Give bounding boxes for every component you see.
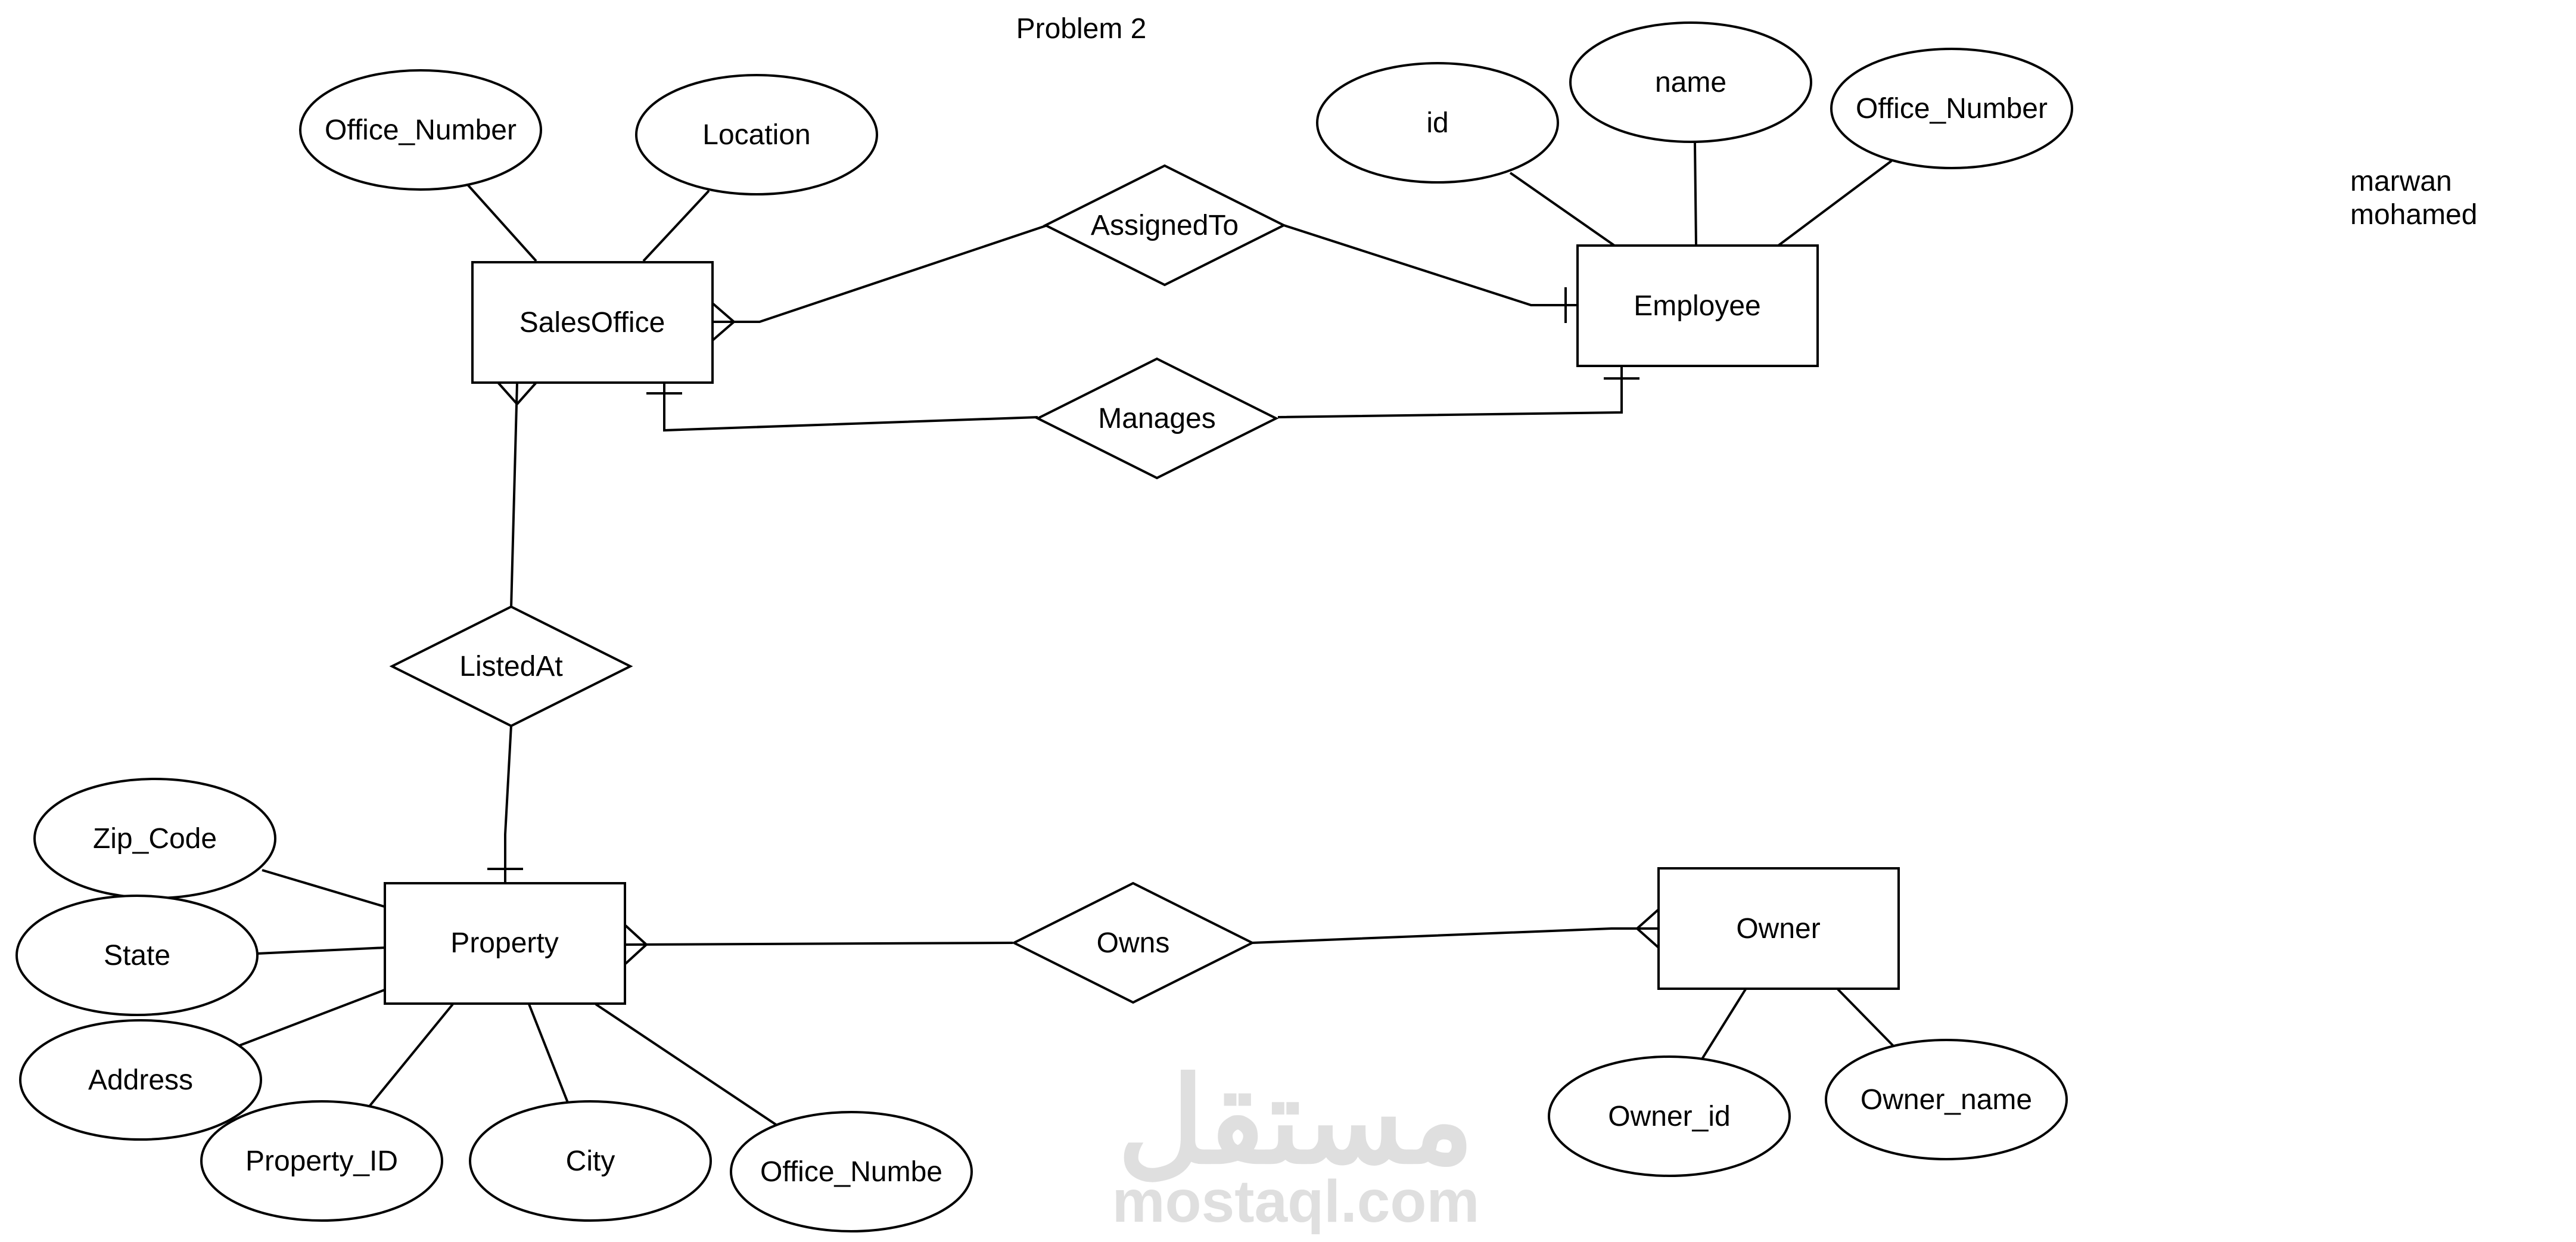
author-last-name: mohamed bbox=[2350, 199, 2477, 231]
attribute-owner-owner-name-label: Owner_name bbox=[1861, 1084, 2032, 1116]
edge-employee-office-number bbox=[1777, 160, 1893, 247]
attribute-property-address[interactable]: Address bbox=[19, 1019, 262, 1141]
edge-assignedto-employee bbox=[1283, 224, 1578, 306]
relationship-manages[interactable]: Manages bbox=[1035, 357, 1279, 480]
edge-property-office-numbe bbox=[595, 1003, 782, 1129]
entity-employee-box bbox=[1576, 244, 1819, 367]
attribute-employee-id-oval bbox=[1316, 62, 1559, 184]
attribute-property-office-numbe-oval bbox=[730, 1111, 973, 1232]
relationship-assignedto-diamond bbox=[1043, 164, 1287, 287]
edge-salesoffice-office-number bbox=[466, 184, 537, 262]
edge-owner-owner-name bbox=[1837, 988, 1899, 1051]
relationship-assignedto-label: AssignedTo bbox=[1091, 210, 1239, 241]
edge-listedat-salesoffice bbox=[510, 382, 518, 608]
entity-property[interactable]: Property bbox=[384, 882, 626, 1005]
relationship-listedat-diamond bbox=[389, 605, 633, 728]
edge-manages-employee bbox=[1277, 367, 1623, 418]
attribute-property-city[interactable]: City bbox=[469, 1100, 712, 1222]
edge-owns-property bbox=[625, 942, 1013, 946]
attribute-property-office-numbe[interactable]: Office_Numbe bbox=[730, 1111, 973, 1232]
entity-employee-label: Employee bbox=[1634, 290, 1760, 322]
edge-owns-owner bbox=[1252, 927, 1659, 944]
edge-property-city bbox=[528, 1004, 570, 1106]
attribute-property-zip-code[interactable]: Zip_Code bbox=[33, 778, 276, 899]
connectors bbox=[238, 142, 1899, 1129]
attribute-property-office-numbe-label: Office_Numbe bbox=[760, 1156, 942, 1188]
attribute-property-property-id[interactable]: Property_ID bbox=[200, 1100, 443, 1222]
attribute-property-property-id-label: Property_ID bbox=[245, 1145, 398, 1177]
attribute-property-zip-code-label: Zip_Code bbox=[93, 823, 217, 855]
attribute-property-state[interactable]: State bbox=[15, 895, 259, 1016]
attribute-owner-owner-id-label: Owner_id bbox=[1608, 1101, 1730, 1132]
attribute-employee-name-oval bbox=[1569, 21, 1812, 143]
edge-manages-salesoffice bbox=[663, 381, 1038, 432]
attribute-property-state-oval bbox=[15, 895, 259, 1016]
relationship-manages-diamond bbox=[1035, 357, 1279, 480]
relationship-owns-diamond bbox=[1011, 881, 1255, 1004]
relationship-assignedto[interactable]: AssignedTo bbox=[1043, 164, 1287, 287]
entity-salesoffice-label: SalesOffice bbox=[519, 307, 665, 339]
relationship-owns-label: Owns bbox=[1097, 927, 1170, 959]
entity-owner-label: Owner bbox=[1736, 913, 1820, 945]
attribute-property-city-oval bbox=[469, 1100, 712, 1222]
attribute-employee-id-label: id bbox=[1426, 107, 1448, 139]
attribute-property-state-label: State bbox=[104, 940, 170, 971]
attribute-salesoffice-location[interactable]: Location bbox=[635, 74, 878, 195]
edge-salesoffice-location bbox=[642, 190, 710, 262]
entity-property-label: Property bbox=[450, 927, 558, 959]
entity-salesoffice-box bbox=[471, 261, 714, 384]
relationship-manages-label: Manages bbox=[1098, 403, 1215, 434]
diagram-title: Problem 2 bbox=[1016, 13, 1147, 45]
property-owns-crowfoot bbox=[624, 924, 648, 965]
attribute-property-address-oval bbox=[19, 1019, 262, 1141]
edge-employee-name bbox=[1694, 142, 1697, 246]
watermark-latin: mostaql.com bbox=[1112, 1168, 1480, 1235]
attribute-property-city-label: City bbox=[566, 1145, 615, 1177]
attribute-owner-owner-name-oval bbox=[1825, 1039, 2068, 1160]
attribute-salesoffice-office-number-oval bbox=[299, 69, 542, 191]
entity-employee[interactable]: Employee bbox=[1576, 244, 1819, 367]
attribute-salesoffice-location-label: Location bbox=[702, 119, 810, 151]
edge-assignedto-salesoffice bbox=[712, 224, 1048, 323]
entity-property-box bbox=[384, 882, 626, 1005]
entity-owner[interactable]: Owner bbox=[1657, 867, 1900, 990]
attribute-salesoffice-location-oval bbox=[635, 74, 878, 195]
attribute-employee-office-number[interactable]: Office_Number bbox=[1830, 48, 2073, 169]
attribute-employee-name-label: name bbox=[1655, 67, 1726, 98]
edge-property-property-id bbox=[366, 1003, 454, 1110]
attribute-owner-owner-name[interactable]: Owner_name bbox=[1825, 1039, 2068, 1160]
edge-listedat-property bbox=[504, 725, 512, 883]
attribute-salesoffice-office-number[interactable]: Office_Number bbox=[299, 69, 542, 191]
edge-employee-id bbox=[1509, 172, 1616, 247]
watermark-arabic: مستقل bbox=[1118, 1055, 1474, 1188]
relationship-listedat-label: ListedAt bbox=[459, 651, 562, 682]
owner-owns-crowfoot bbox=[1636, 908, 1660, 949]
attribute-property-property-id-oval bbox=[200, 1100, 443, 1222]
entity-owner-box bbox=[1657, 867, 1900, 990]
attribute-owner-owner-id-oval bbox=[1548, 1055, 1791, 1177]
attribute-employee-office-number-label: Office_Number bbox=[1856, 93, 2048, 125]
salesoffice-assignedto-crowfoot bbox=[711, 302, 735, 342]
attribute-employee-office-number-oval bbox=[1830, 48, 2073, 169]
edge-property-address bbox=[238, 988, 387, 1047]
attribute-owner-owner-id[interactable]: Owner_id bbox=[1548, 1055, 1791, 1177]
watermark-logo: مستقل mostaql.com bbox=[1112, 1055, 1480, 1235]
entity-salesoffice[interactable]: SalesOffice bbox=[471, 261, 714, 384]
attribute-employee-id[interactable]: id bbox=[1316, 62, 1559, 184]
edge-property-zip-code bbox=[262, 869, 387, 908]
relationship-listedat[interactable]: ListedAt bbox=[389, 605, 633, 728]
attribute-employee-name[interactable]: name bbox=[1569, 21, 1812, 143]
relationship-owns[interactable]: Owns bbox=[1011, 881, 1255, 1004]
attribute-property-address-label: Address bbox=[88, 1064, 193, 1096]
edge-property-state bbox=[257, 946, 387, 955]
salesoffice-listedat-crowfoot bbox=[497, 381, 537, 405]
author-first-name: marwan bbox=[2350, 166, 2452, 197]
edge-owner-owner-id bbox=[1700, 988, 1747, 1062]
attribute-salesoffice-office-number-label: Office_Number bbox=[325, 114, 517, 146]
